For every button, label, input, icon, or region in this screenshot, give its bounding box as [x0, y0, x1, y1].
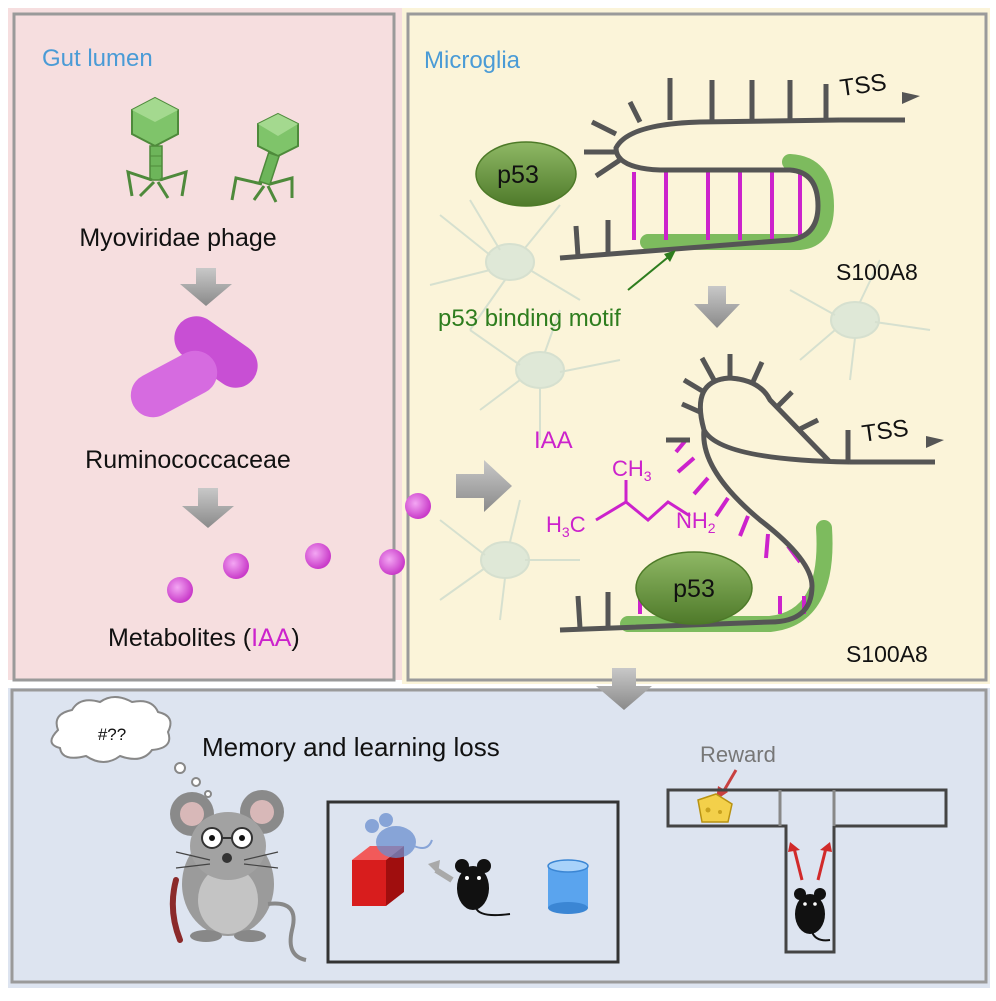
metabolites-label: Metabolites (IAA): [108, 624, 300, 652]
dna-hairpin-bottom: [559, 354, 935, 633]
metabolite-dot: [305, 543, 331, 569]
t-maze: [666, 788, 948, 954]
iaa-label: IAA: [534, 427, 573, 454]
metabolite-dot: [405, 493, 431, 519]
tss-label: TSS: [838, 69, 888, 102]
bacteria-icon: [130, 316, 258, 418]
metabolite-dot: [167, 577, 193, 603]
behavior-title: Memory and learning loss: [202, 732, 500, 762]
ghost-mouse-icon: [365, 813, 433, 858]
microglia-cell-graphics: [429, 199, 931, 621]
metabolite-dot: [223, 553, 249, 579]
metabolite-dot: [379, 549, 405, 575]
chem-h3c: H3C: [546, 512, 586, 540]
tss-arrow-icon: [926, 436, 944, 448]
down-arrow-icon: [694, 286, 740, 328]
motif-label: p53 binding motif: [438, 305, 621, 332]
maze-mouse-icon: [794, 888, 831, 942]
motif-pointer: [627, 253, 673, 291]
right-arrow-icon: [456, 460, 512, 512]
microglia-panel-title: Microglia: [424, 47, 521, 74]
thought-text: #??: [98, 725, 126, 744]
p53-protein: [475, 141, 577, 207]
black-mouse-icon: [455, 859, 511, 917]
phage-label: Myoviridae phage: [79, 224, 276, 252]
gene-label: S100A8: [836, 259, 918, 285]
down-arrow-icon: [180, 268, 232, 306]
tss-label: TSS: [860, 415, 910, 448]
reward-label: Reward: [700, 742, 776, 767]
gut-panel-border: [12, 12, 396, 682]
down-arrow-icon: [182, 488, 234, 528]
bacteria-label: Ruminococcaceae: [85, 446, 291, 474]
approach-arrow: [434, 867, 454, 883]
iaa-chemical-structure: CH3 H3C NH2: [546, 456, 716, 540]
phage-icon: [230, 112, 299, 203]
approach-arrow-head: [428, 860, 440, 874]
old-mouse-icon: [169, 790, 307, 962]
chem-nh2: NH2: [676, 508, 716, 536]
chem-ch3: CH3: [612, 456, 652, 484]
behavior-panel-border: [10, 688, 988, 984]
thought-cloud-icon: [50, 696, 212, 798]
dna-hairpin-top: [559, 78, 905, 261]
cheese-icon: [697, 793, 733, 823]
p53-label: p53: [673, 575, 715, 603]
phage-icon: [126, 96, 188, 199]
down-arrow-icon: [596, 668, 652, 710]
p53-label: p53: [497, 161, 539, 189]
gut-panel-title: Gut lumen: [42, 45, 153, 72]
choice-arrows: [792, 847, 828, 881]
gene-label: S100A8: [846, 641, 928, 667]
choice-arrow-head: [820, 842, 832, 852]
motif-pointer-head: [664, 250, 676, 262]
choice-arrow-head: [788, 842, 800, 852]
blue-cylinder-icon: [547, 859, 589, 914]
p53-protein: [635, 551, 753, 625]
tss-arrow-icon: [902, 92, 920, 104]
microglia-panel-border: [406, 12, 988, 682]
